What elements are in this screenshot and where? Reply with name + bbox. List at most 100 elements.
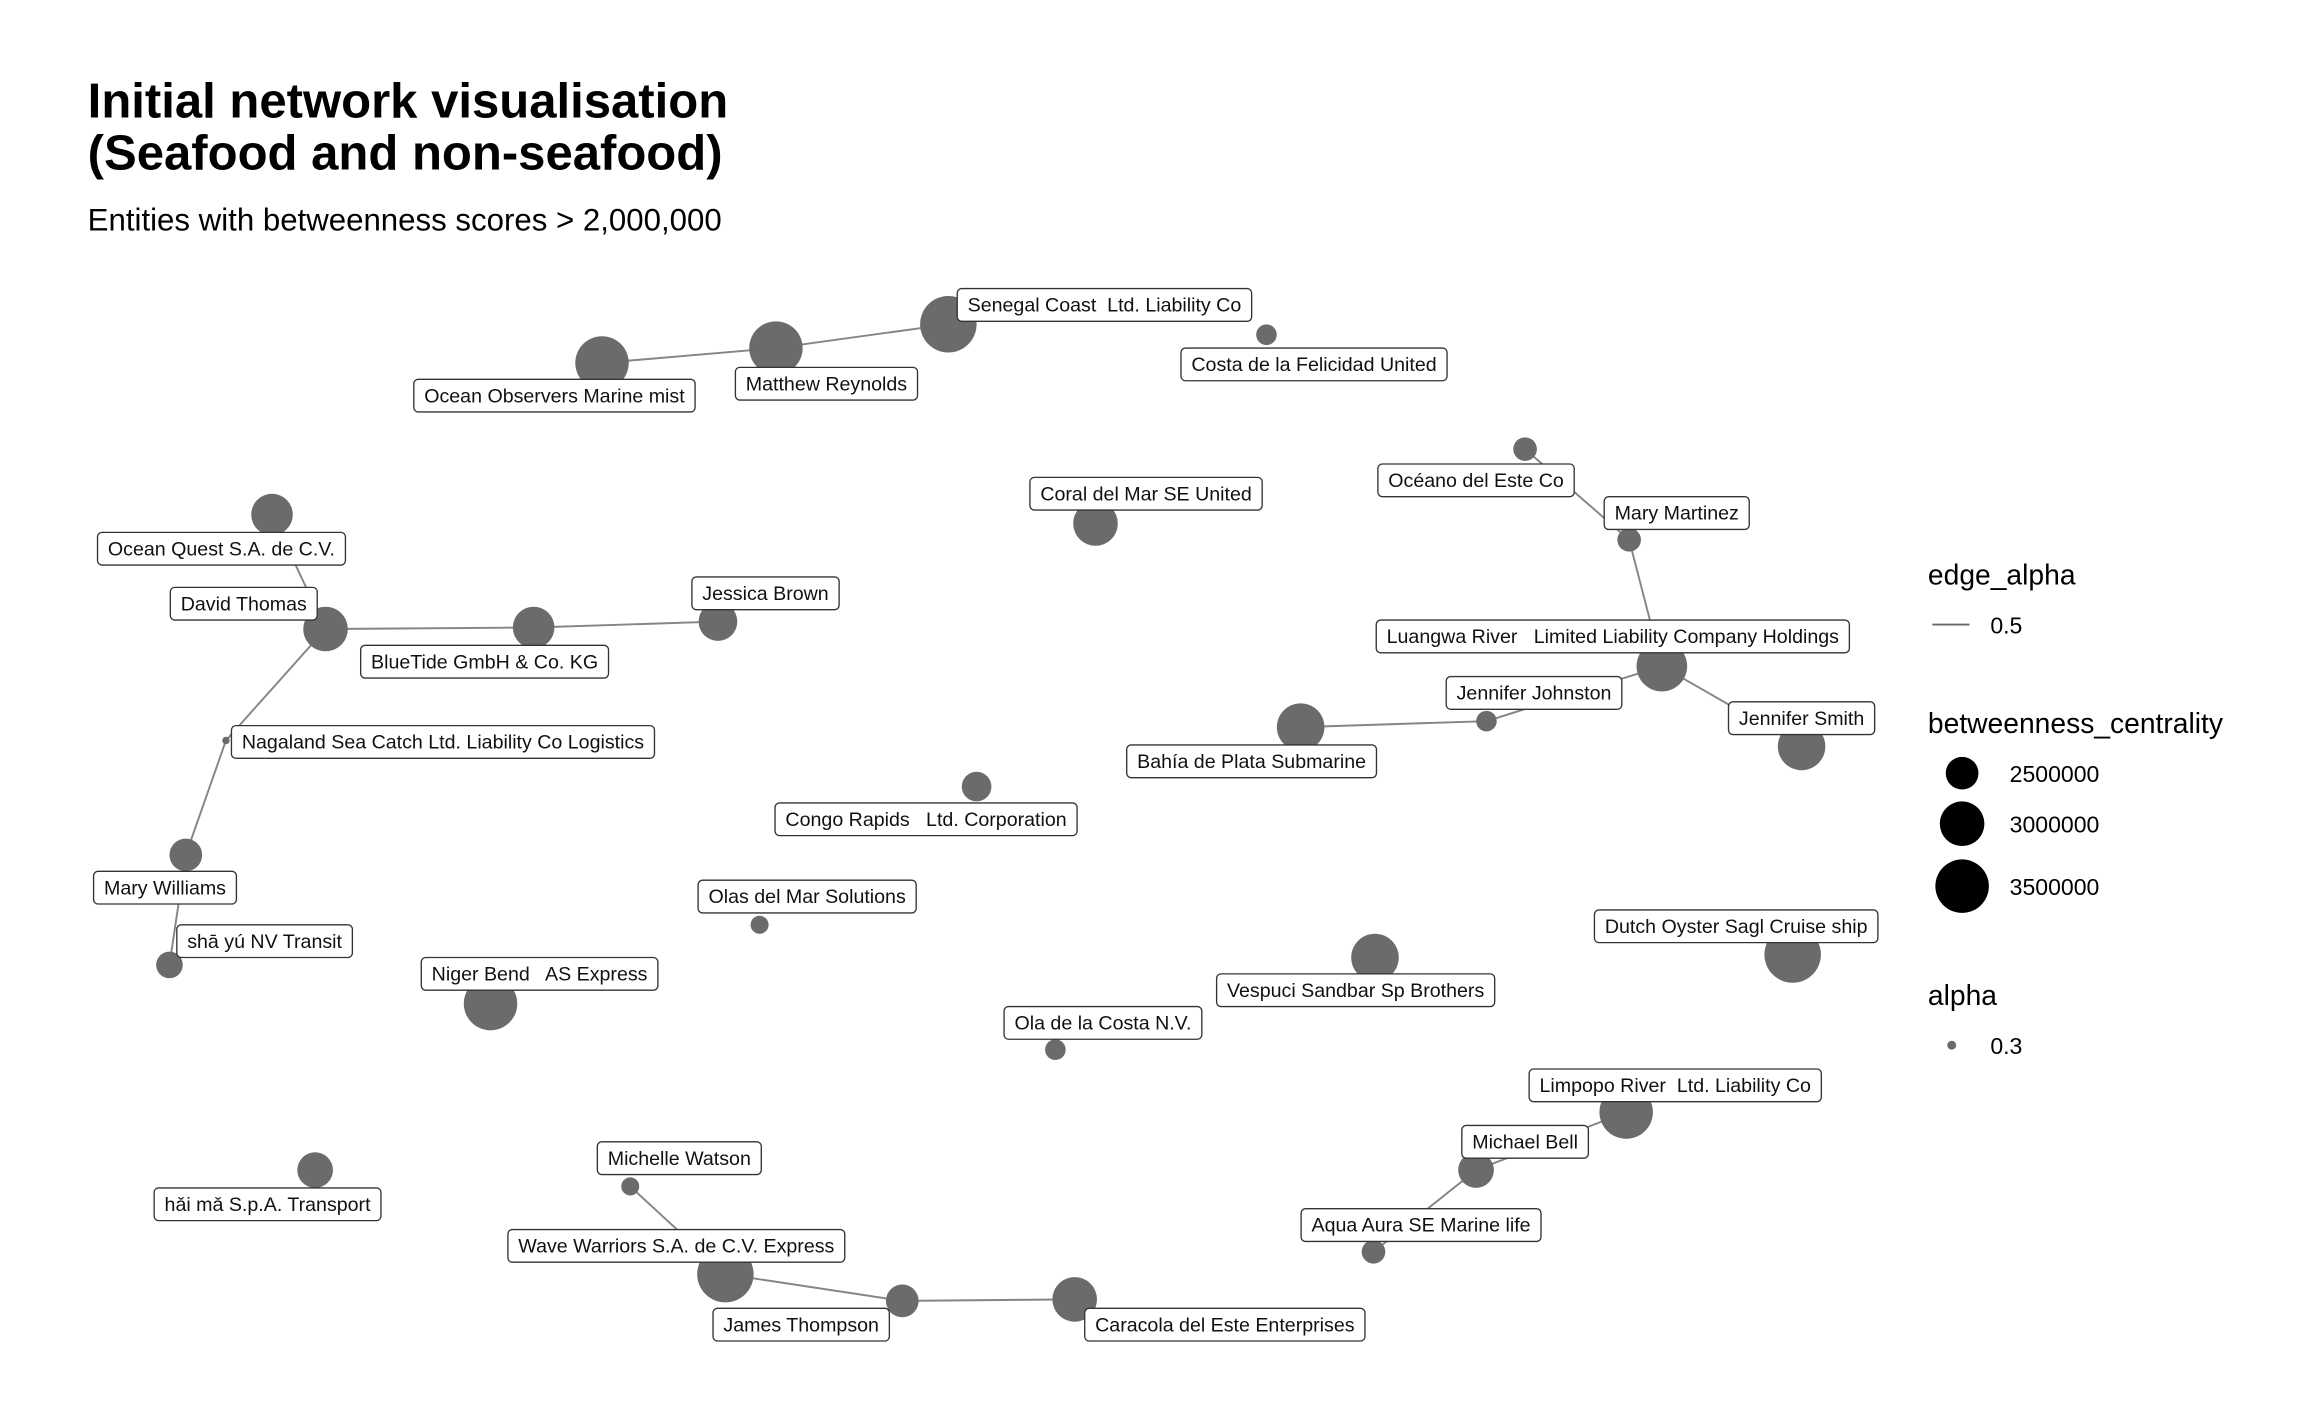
node-label-text: James Thompson [723, 1314, 879, 1336]
node-label-box [169, 586, 318, 621]
node-circle[interactable] [1513, 437, 1537, 461]
node-label-box [774, 802, 1078, 837]
node-circle[interactable] [1361, 1240, 1386, 1264]
node-circle[interactable] [222, 736, 230, 745]
legend-alpha-value: 0.3 [1990, 1033, 2022, 1059]
legend-size-label-2: 3000000 [2010, 812, 2100, 838]
node-label: Jennifer Smith [1727, 701, 1876, 736]
node-label: Ocean Observers Marine mist [413, 378, 696, 413]
plot-subtitle: Entities with betweenness scores > 2,000… [88, 203, 722, 238]
node-label-text: Ola de la Costa N.V. [1014, 1013, 1191, 1035]
node-label-text: Coral del Mar SE United [1040, 483, 1251, 505]
node-label-box [1126, 744, 1378, 779]
node-label-box [507, 1228, 846, 1263]
edge [325, 626, 534, 630]
node-label-box [1375, 619, 1851, 654]
node-circle[interactable] [1256, 324, 1277, 345]
node-circle[interactable] [1476, 710, 1497, 732]
node-label-text: Niger Bend AS Express [432, 964, 648, 986]
node-label: Senegal Coast Ltd. Liability Co [956, 287, 1253, 322]
legend-betweenness-title: betweenness_centrality [1928, 707, 2224, 739]
node-circle[interactable] [961, 771, 992, 802]
node-label-box [153, 1187, 382, 1222]
node-label-text: Nagaland Sea Catch Ltd. Liability Co Log… [242, 732, 644, 754]
node-label-box [1377, 463, 1575, 498]
node-circle[interactable] [749, 321, 803, 375]
node-label: shā yú NV Transit [176, 924, 354, 959]
node-label: Caracola del Este Enterprises [1084, 1307, 1366, 1342]
node-label: Limpopo River Ltd. Liability Co [1528, 1068, 1823, 1103]
node-label-text: Jennifer Johnston [1457, 683, 1612, 705]
node-label-text: Michael Bell [1472, 1132, 1578, 1154]
node-label: Congo Rapids Ltd. Corporation [774, 802, 1078, 837]
node-label: Luangwa River Limited Liability Company … [1375, 619, 1851, 654]
node-label: Dutch Oyster Sagl Cruise ship [1593, 909, 1879, 944]
node-circle[interactable] [1458, 1152, 1494, 1188]
legend-size-circle-1 [1945, 756, 1979, 790]
node-label-box [697, 879, 917, 914]
node-label-text: Limpopo River Ltd. Liability Co [1540, 1075, 1811, 1097]
node-label: Mary Martinez [1603, 496, 1750, 531]
node-label-text: Ocean Quest S.A. de C.V. [108, 538, 335, 560]
node-circle[interactable] [621, 1177, 640, 1196]
nodes-layer [156, 296, 1826, 1322]
node-circle[interactable] [512, 606, 555, 649]
node-label: James Thompson [712, 1307, 891, 1342]
node-circle[interactable] [1351, 933, 1399, 982]
plot-title-line-1: Initial network visualisation [88, 75, 728, 129]
node-circle[interactable] [1045, 1039, 1066, 1060]
node-circle[interactable] [1636, 640, 1688, 692]
node-label: Bahía de Plata Submarine [1126, 744, 1378, 779]
legend: edge_alpha 0.5 betweenness_centrality 25… [1928, 558, 2224, 1059]
node-circle[interactable] [1276, 703, 1325, 751]
node-label-text: Caracola del Este Enterprises [1095, 1314, 1355, 1336]
node-label: Ocean Quest S.A. de C.V. [96, 531, 347, 566]
node-label: Niger Bend AS Express [420, 956, 659, 991]
node-label-text: Bahía de Plata Submarine [1137, 751, 1366, 773]
node-circle[interactable] [575, 336, 629, 390]
node-label-text: Océano del Este Co [1388, 470, 1564, 492]
node-label-text: Mary Martinez [1615, 503, 1739, 525]
node-label-text: Jessica Brown [702, 583, 828, 605]
node-label: Olas del Mar Solutions [697, 879, 917, 914]
legend-size-label-1: 2500000 [2010, 761, 2100, 787]
node-label-text: shā yú NV Transit [187, 931, 342, 953]
node-label: Vespuci Sandbar Sp Brothers [1215, 973, 1496, 1008]
node-label-box [596, 1141, 762, 1176]
node-label-box [734, 366, 919, 401]
node-label-text: hǎi mǎ S.p.A. Transport [165, 1194, 372, 1216]
node-label-text: Matthew Reynolds [746, 373, 908, 395]
node-label: Jessica Brown [691, 576, 840, 611]
node-circle[interactable] [1073, 501, 1118, 546]
node-label-text: Aqua Aura SE Marine life [1312, 1215, 1531, 1237]
node-label-box [1528, 1068, 1823, 1103]
node-circle[interactable] [750, 915, 769, 934]
edge [533, 620, 718, 629]
node-label-box [1461, 1124, 1590, 1159]
node-label-box [1603, 496, 1750, 531]
node-circle[interactable] [698, 602, 738, 641]
node-label: Michelle Watson [596, 1141, 762, 1176]
node-circle[interactable] [297, 1152, 333, 1188]
node-label-box [413, 378, 696, 413]
legend-size-circle-3 [1935, 859, 1989, 913]
node-circle[interactable] [169, 838, 203, 872]
node-circle[interactable] [1617, 528, 1641, 552]
node-label-box [1180, 347, 1448, 382]
node-label-text: Costa de la Felicidad United [1191, 354, 1436, 376]
node-circle[interactable] [156, 951, 183, 979]
node-circle[interactable] [885, 1284, 919, 1318]
edge [601, 347, 777, 364]
edge [1300, 720, 1487, 729]
node-label-box [420, 956, 659, 991]
node-label-text: Jennifer Smith [1739, 708, 1864, 730]
node-label: Matthew Reynolds [734, 366, 919, 401]
node-label: Ola de la Costa N.V. [1003, 1005, 1203, 1040]
node-label-box [92, 870, 238, 905]
node-label-text: Senegal Coast Ltd. Liability Co [968, 295, 1242, 317]
node-circle[interactable] [251, 493, 293, 536]
node-label-box [1593, 909, 1879, 944]
plot-title-line-2: (Seafood and non-seafood) [88, 127, 723, 181]
node-label-box [176, 924, 354, 959]
